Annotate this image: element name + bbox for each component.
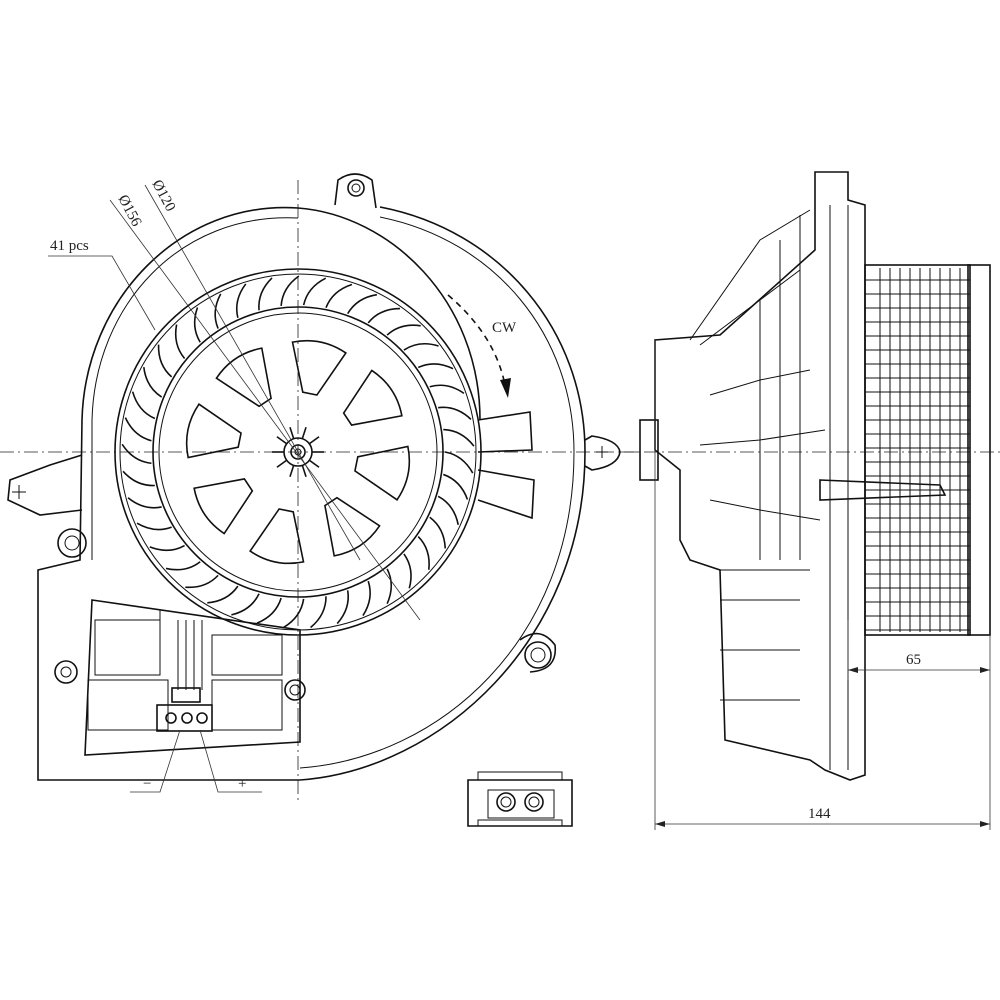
- side-ribs: [720, 205, 849, 770]
- hub-spoke: [308, 459, 320, 468]
- outer-diameter-label: Ø156: [114, 192, 144, 229]
- fan-blade: [136, 522, 172, 531]
- hub-spoke: [301, 427, 307, 439]
- fan-blade: [121, 443, 152, 465]
- fan-blade: [403, 342, 439, 351]
- fan-blade: [310, 596, 327, 629]
- minus-label: −: [143, 776, 151, 792]
- plus-leader: [199, 729, 262, 793]
- mount-holes: [54, 528, 557, 701]
- fan-blade: [403, 553, 412, 589]
- hub-vent-hole: [185, 403, 242, 459]
- diameter-120-leader: [144, 184, 361, 561]
- fan-blade: [362, 580, 371, 617]
- right-mount-tab: [584, 435, 621, 471]
- hub-spoke: [308, 436, 320, 445]
- diameter-156-leader: [109, 199, 421, 621]
- front-view: Ø156 Ø120 41 pcs CW − +: [0, 173, 640, 827]
- fan-blade: [258, 277, 273, 311]
- fan-blade: [207, 585, 239, 604]
- fan-blade: [157, 344, 173, 378]
- hub-spoke: [276, 436, 288, 445]
- plus-label: +: [238, 776, 246, 792]
- connector-detail: [467, 771, 573, 827]
- side-fan-slats: [864, 264, 991, 636]
- minus-leader: [130, 729, 181, 793]
- side-vanes: [689, 209, 826, 521]
- fan-blade: [165, 561, 201, 571]
- blade-count-label: 41 pcs: [50, 238, 89, 254]
- total-width-label: 144: [808, 806, 831, 822]
- hub-vent-hole: [291, 339, 347, 396]
- hub-spoke: [301, 465, 307, 477]
- control-module: [84, 599, 301, 756]
- hub-vent-holes: [185, 339, 411, 565]
- fan-blade: [280, 275, 300, 307]
- fan-blade: [193, 307, 201, 343]
- fan-blade: [438, 406, 472, 420]
- top-mount-tab: [334, 173, 377, 209]
- fan-blade: [367, 307, 400, 324]
- rotation-arrow: [447, 294, 506, 386]
- fan-blade: [143, 367, 163, 398]
- fan-blade: [283, 598, 305, 629]
- fan-blade: [127, 497, 162, 509]
- fan-blade: [256, 597, 282, 624]
- fan-blade: [429, 516, 447, 549]
- left-mount-tab: [7, 454, 83, 516]
- fan-blade: [346, 293, 378, 315]
- side-connector-stub: [639, 419, 659, 481]
- fan-blade: [174, 324, 186, 359]
- depth-label: 65: [906, 652, 921, 668]
- fan-blade: [444, 451, 474, 474]
- hub-vent-hole: [193, 478, 254, 535]
- fan-blades: [121, 275, 475, 629]
- fan-blade: [214, 293, 222, 329]
- fan-blade: [417, 536, 430, 570]
- fan-blade: [231, 593, 260, 616]
- fan-blade: [443, 473, 469, 500]
- hub-vent-hole: [249, 508, 305, 565]
- hub-vent-hole: [342, 369, 403, 426]
- fan-blade: [235, 283, 247, 319]
- hub-spoke: [289, 427, 295, 439]
- fan-blade: [131, 391, 156, 420]
- fan-blade: [386, 568, 393, 605]
- fan-blade: [386, 324, 421, 336]
- hub: [272, 427, 324, 477]
- hub-spoke: [276, 459, 288, 468]
- fan-blade: [417, 363, 454, 370]
- fan-blade: [443, 428, 475, 447]
- arrow-head-icon: [500, 378, 511, 398]
- fan-blade: [336, 590, 349, 625]
- hub-vent-hole: [324, 496, 381, 557]
- fan-blade: [185, 574, 219, 589]
- fan-blade: [429, 384, 465, 395]
- fan-blade: [122, 470, 155, 487]
- side-view: 65 144: [620, 171, 1000, 830]
- rotation-label: CW: [492, 320, 517, 336]
- outlet-flaps: [477, 411, 535, 520]
- fan-blade: [437, 495, 460, 525]
- fan-blade: [124, 417, 152, 442]
- inner-diameter-label: Ø120: [148, 177, 178, 214]
- fan-blade: [302, 277, 327, 306]
- blade-count-leader: [48, 255, 156, 331]
- fan-blade: [325, 283, 353, 308]
- side-housing: [654, 171, 866, 781]
- hub-spoke: [289, 465, 295, 477]
- fan-blade: [149, 544, 185, 552]
- volute-housing: [37, 206, 586, 781]
- hub-vent-hole: [354, 445, 411, 501]
- hub-vent-hole: [215, 347, 272, 408]
- volute-inner-wall: [91, 216, 575, 769]
